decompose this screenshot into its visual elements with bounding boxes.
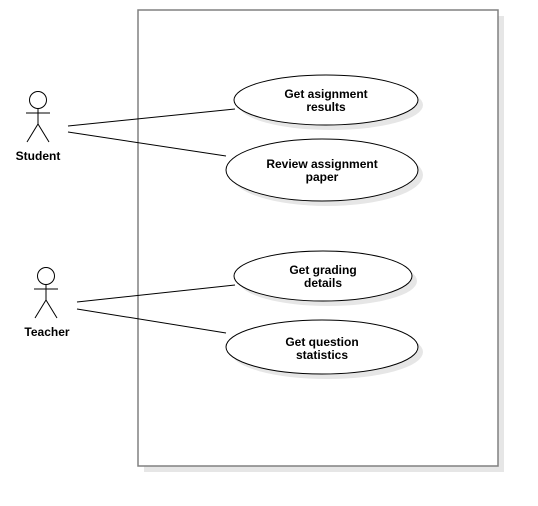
use-case-label-line-1: Review assignment — [266, 157, 377, 171]
use-case-label-line-2: statistics — [296, 348, 348, 362]
association-teacher-get-question-statistics — [76, 308, 227, 334]
use-case-review-assignment-paper: Review assignment paper — [225, 138, 423, 206]
actor-teacher-label: Teacher — [24, 325, 69, 339]
association-student-get-assignment-results — [67, 108, 236, 127]
use-case-label-line-1: Get question — [285, 335, 358, 349]
actor-student-figure — [26, 91, 50, 143]
use-case-ellipse — [233, 74, 419, 126]
use-case-label-line-2: results — [306, 100, 346, 114]
use-case-label-line-1: Get grading — [289, 263, 356, 277]
use-case-get-question-statistics: Get question statistics — [225, 319, 423, 379]
associations — [67, 108, 236, 334]
association-teacher-get-grading-details — [76, 284, 236, 303]
actor-student: Student — [16, 91, 61, 163]
use-case-get-assignment-results: Get asignment results — [233, 74, 423, 130]
use-case-ellipse — [225, 319, 419, 375]
use-case-ellipse — [233, 250, 413, 302]
association-student-review-assignment-paper — [67, 131, 227, 157]
actor-student-label: Student — [16, 149, 61, 163]
use-case-label-line-2: details — [304, 276, 342, 290]
actor-teacher-figure — [34, 267, 58, 319]
use-case-label-line-2: paper — [306, 170, 339, 184]
use-case-get-grading-details: Get grading details — [233, 250, 417, 306]
actor-teacher: Teacher — [24, 267, 70, 339]
use-case-label-line-1: Get asignment — [284, 87, 367, 101]
use-case-ellipse — [225, 138, 419, 202]
